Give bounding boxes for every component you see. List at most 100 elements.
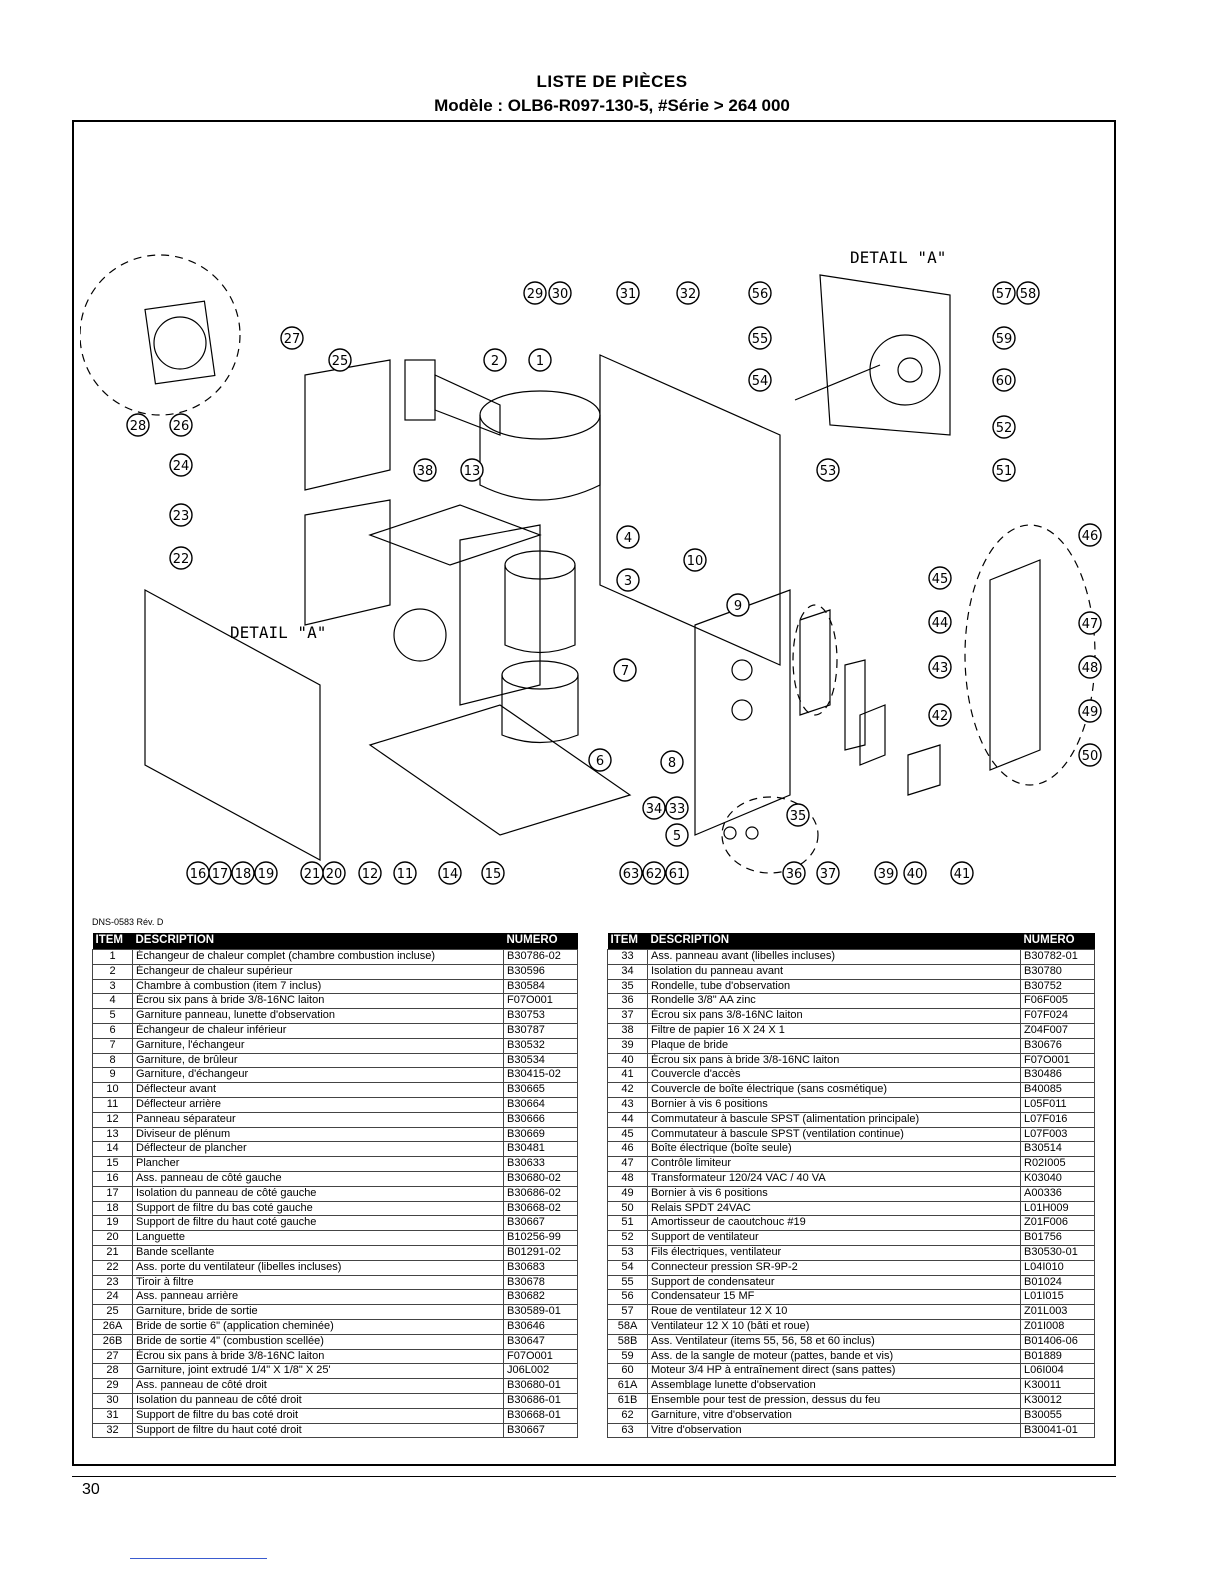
callout-number: 42	[932, 709, 949, 724]
description-cell: Déflecteur arrière	[132, 1096, 504, 1113]
callout-circle	[358, 861, 382, 885]
callout-22: 22	[169, 546, 193, 570]
callout-38: 38	[413, 458, 437, 482]
description-cell: Ventilateur 12 X 10 (bâti et roue)	[647, 1318, 1021, 1335]
item-cell: 54	[607, 1259, 648, 1276]
callout-number: 27	[284, 332, 301, 347]
numero-cell: Z01L003	[1020, 1304, 1095, 1320]
description-cell: Ass. de la sangle de moteur (pattes, ban…	[647, 1348, 1021, 1365]
callout-27: 27	[280, 326, 304, 350]
description-cell: Condensateur 15 MF	[647, 1289, 1021, 1306]
numero-cell: K03040	[1020, 1170, 1095, 1187]
description-cell: Vitre d'observation	[647, 1422, 1021, 1439]
numero-cell: B30665	[503, 1082, 578, 1098]
description-cell: Isolation du panneau de côté gauche	[132, 1185, 504, 1202]
description-cell: Support de filtre du bas coté gauche	[132, 1200, 504, 1217]
callout-circle	[438, 861, 462, 885]
callout-circle	[393, 861, 417, 885]
description-cell: Transformateur 120/24 VAC / 40 VA	[647, 1170, 1021, 1187]
callout-number: 5	[673, 829, 681, 844]
callout-32: 32	[676, 281, 700, 305]
callout-58: 58	[1016, 281, 1040, 305]
callout-1: 1	[528, 348, 552, 372]
callout-circle	[300, 861, 324, 885]
callout-20: 20	[322, 861, 346, 885]
description-cell: Rondelle 3/8" AA zinc	[647, 993, 1021, 1010]
callout-circle	[665, 861, 689, 885]
callout-4: 4	[616, 525, 640, 549]
description-cell: Tiroir à filtre	[132, 1274, 504, 1291]
description-cell: Garniture panneau, lunette d'observation	[132, 1008, 504, 1024]
item-cell: 26A	[92, 1318, 133, 1335]
item-cell: 40	[607, 1052, 648, 1069]
description-cell: Support de filtre du bas coté droit	[132, 1407, 504, 1424]
callout-circle	[1016, 281, 1040, 305]
callout-number: 39	[878, 867, 895, 882]
callout-circle	[1078, 743, 1102, 767]
content-frame	[72, 120, 1116, 1466]
callout-16: 16	[186, 861, 210, 885]
callout-number: 41	[954, 867, 971, 882]
callout-circle	[1078, 699, 1102, 723]
callout-number: 29	[527, 287, 544, 302]
callout-47: 47	[1078, 611, 1102, 635]
description-cell: Bride de sortie 6" (application cheminée…	[132, 1318, 504, 1335]
callout-54: 54	[748, 368, 772, 392]
callout-circle	[748, 326, 772, 350]
callout-circle	[928, 703, 952, 727]
callout-62: 62	[642, 861, 666, 885]
callout-8: 8	[660, 750, 684, 774]
item-cell: 49	[607, 1185, 648, 1202]
numero-cell: K30012	[1020, 1392, 1095, 1409]
callout-circle	[413, 458, 437, 482]
callout-circle	[992, 281, 1016, 305]
callout-number: 44	[932, 616, 949, 631]
callout-number: 54	[752, 374, 769, 389]
callout-number: 8	[668, 756, 676, 771]
callout-circle	[726, 593, 750, 617]
callout-number: 37	[820, 867, 837, 882]
numero-cell: L07F016	[1020, 1111, 1095, 1128]
callout-number: 63	[623, 867, 640, 882]
item-cell: 12	[92, 1111, 133, 1128]
callout-2: 2	[483, 348, 507, 372]
numero-cell: B30686-01	[503, 1392, 578, 1409]
numero-cell: B01291-02	[503, 1244, 578, 1261]
numero-cell: L04I010	[1020, 1259, 1095, 1276]
callout-45: 45	[928, 566, 952, 590]
callout-15: 15	[481, 861, 505, 885]
callout-50: 50	[1078, 743, 1102, 767]
callout-7: 7	[613, 658, 637, 682]
callout-number: 32	[680, 287, 697, 302]
item-cell: 59	[607, 1348, 648, 1365]
item-cell: 50	[607, 1200, 648, 1217]
col-numero-header: NUMERO	[503, 933, 578, 950]
callout-21: 21	[300, 861, 324, 885]
numero-cell: B30683	[503, 1259, 578, 1276]
description-cell: Écrou six pans à bride 3/8-16NC laiton	[132, 993, 504, 1010]
callout-number: 53	[820, 464, 837, 479]
callout-circle	[683, 548, 707, 572]
item-cell: 18	[92, 1200, 133, 1217]
callout-number: 45	[932, 572, 949, 587]
callout-circle	[992, 326, 1016, 350]
callout-55: 55	[748, 326, 772, 350]
callout-51: 51	[992, 458, 1016, 482]
item-cell: 27	[92, 1348, 133, 1365]
callout-circle	[1078, 611, 1102, 635]
